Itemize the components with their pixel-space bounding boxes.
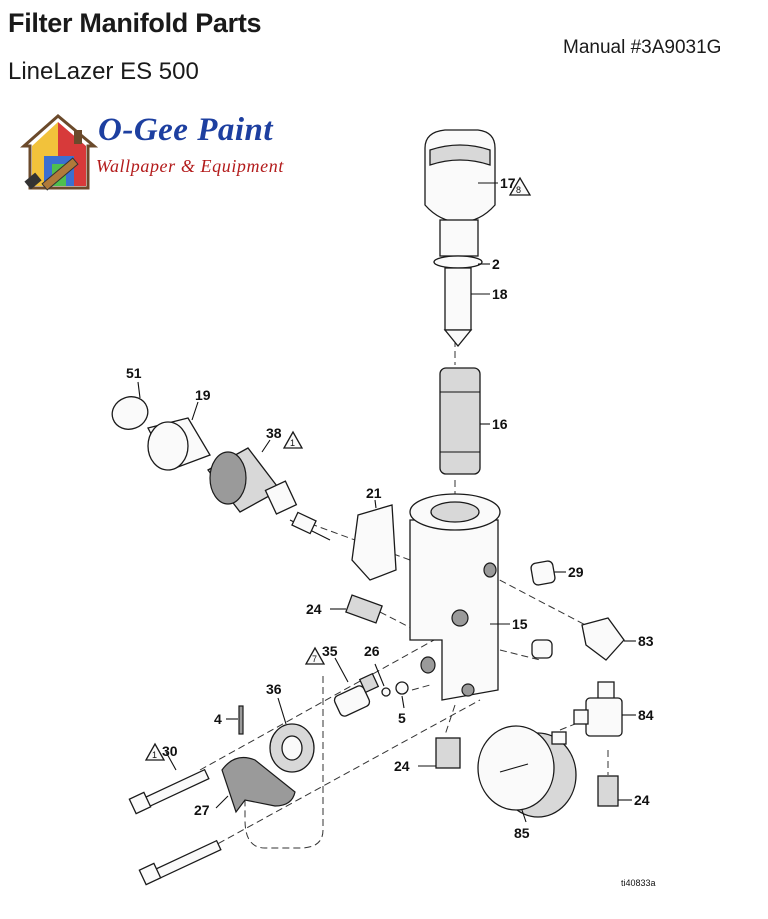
part-label-5: 5: [398, 710, 406, 726]
seal-part: [381, 687, 391, 697]
nipple-fitting-part-a: [345, 594, 383, 624]
part-label-27: 27: [194, 802, 210, 818]
warning-triangles: 8 1 7 1: [144, 176, 532, 761]
warning-triangle-icon: [508, 176, 532, 196]
part-label-85: 85: [514, 825, 530, 841]
page-title: Filter Manifold Parts: [8, 8, 262, 38]
warning-triangle-icon: [144, 742, 166, 761]
warning-triangle-icon: [282, 430, 304, 449]
part-label-4: 4: [214, 711, 222, 727]
part-label-16: 16: [492, 416, 508, 432]
o-ring-part: [433, 255, 483, 269]
drain-valve-part: [333, 672, 380, 717]
part-label-84: 84: [638, 707, 654, 723]
part-label-83: 83: [638, 633, 654, 649]
manual-number: Manual #3A9031G: [563, 37, 722, 58]
page-subtitle: LineLazer ES 500: [8, 58, 199, 85]
part-label-24-upper: 24: [306, 601, 322, 617]
part-label-19: 19: [195, 387, 211, 403]
part-label-35: 35: [322, 643, 338, 659]
cam-part: [269, 723, 315, 773]
figure-id: ti40833a: [621, 878, 656, 888]
leader-lines: [137, 182, 636, 823]
part-label-29: 29: [568, 564, 584, 580]
cap-disk-part: [111, 396, 149, 430]
part-label-30: 30: [162, 743, 178, 759]
handle-part: [221, 757, 296, 814]
part-label-38: 38: [266, 425, 282, 441]
part-label-21: 21: [366, 485, 382, 501]
part-label-15: 15: [512, 616, 528, 632]
paint-brush-icon: [24, 157, 79, 191]
part-labels: 17 2 18 16 51 19 38 21 29 24 15 83 35 26…: [126, 175, 656, 888]
part-label-36: 36: [266, 681, 282, 697]
tee-fitting-part: [573, 681, 623, 737]
part-label-24-lower: 24: [634, 792, 650, 808]
warning-mark-35: 7: [312, 654, 317, 664]
logo: [20, 114, 99, 191]
part-label-26: 26: [364, 643, 380, 659]
filter-screen-part: [439, 367, 481, 475]
bracket-part: [351, 504, 397, 581]
filter-stem-part: [443, 267, 473, 348]
elbow-cap-part: [581, 617, 625, 661]
warning-mark-17: 8: [516, 185, 521, 195]
nipple-fitting-part-c: [597, 775, 619, 807]
plug-fitting-part: [530, 560, 556, 586]
nipple-fitting-part-b: [435, 737, 461, 769]
bolt-part: [128, 768, 210, 815]
pin-part: [238, 705, 244, 735]
filter-plug-knob-part: [424, 129, 496, 257]
warning-mark-38: 1: [290, 438, 295, 448]
part-label-2: 2: [492, 256, 500, 272]
logo-tagline: Wallpaper & Equipment: [96, 156, 284, 176]
pressure-sensor-part: [207, 447, 331, 541]
washer-part: [395, 681, 409, 695]
part-label-24-middle: 24: [394, 758, 410, 774]
pressure-gauge-part: [477, 725, 577, 818]
warning-triangle-icon: [304, 646, 326, 665]
logo-name: O-Gee Paint: [98, 112, 274, 148]
part-label-17: 17: [500, 175, 516, 191]
sleeve-part: [147, 417, 211, 471]
part-label-18: 18: [492, 286, 508, 302]
manifold-body-part: [409, 493, 501, 701]
small-plug-part: [531, 639, 553, 659]
bolt-part-lower: [138, 839, 222, 886]
part-label-51: 51: [126, 365, 142, 381]
warning-mark-30: 1: [152, 750, 157, 760]
